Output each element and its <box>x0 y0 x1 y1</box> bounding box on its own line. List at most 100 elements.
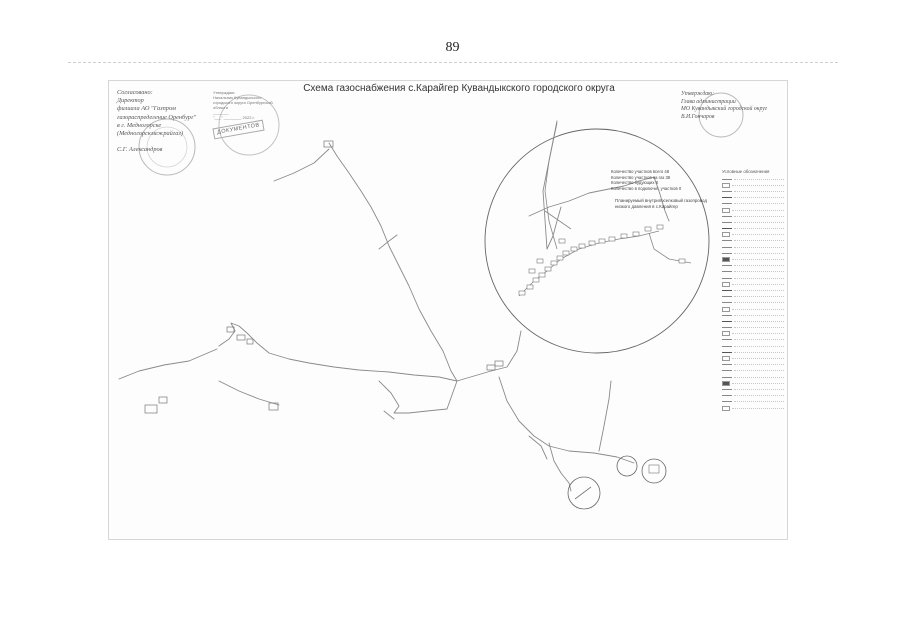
legend-row <box>722 368 784 374</box>
pipeline-spur-north <box>378 234 398 250</box>
pipeline-south-loop <box>378 380 458 414</box>
approval-line: МО Кувандыкский городской округ <box>681 106 768 113</box>
approval-line: Директор <box>117 97 144 105</box>
legend-symbol-icon <box>722 327 732 329</box>
pipeline-spur-s <box>383 410 395 420</box>
legend-description <box>734 265 784 267</box>
detail-plot-marker <box>536 258 544 264</box>
building-marker <box>323 140 334 148</box>
approval-line: Глава администрации <box>681 98 736 105</box>
approval-block-left: Согласовано: Директор филиала АО "Газпро… <box>117 89 217 154</box>
stamp-line: городского округа Оренбургской <box>213 100 273 105</box>
seal-left-inner <box>146 126 188 168</box>
legend-symbol-icon <box>722 296 732 298</box>
signature-name: С.Г. Александров <box>117 146 163 154</box>
building-marker <box>268 402 279 411</box>
legend-symbol-icon <box>722 401 732 403</box>
legend-description <box>734 190 784 192</box>
legend-row <box>722 306 784 312</box>
legend-row <box>722 325 784 331</box>
legend-symbol-icon <box>722 178 732 180</box>
project-label: Планируемый внутрипоселковый газопровод … <box>615 198 725 209</box>
detail-plot-marker <box>608 236 616 242</box>
map-sheet: Схема газоснабжения с.Карайгер Кувандыкс… <box>108 80 788 540</box>
project-label-line: низкого давления в с.Карайгер <box>615 203 678 209</box>
stamp-line: "___" ________ 2022 г. <box>213 115 255 120</box>
pipeline-southwest <box>218 380 280 406</box>
legend-description <box>732 184 784 186</box>
legend-description <box>732 259 784 261</box>
approval-line: в г. Медногорске <box>117 121 162 129</box>
legend-row <box>722 355 784 362</box>
legend-row <box>722 405 784 411</box>
legend-description <box>734 370 784 372</box>
legend-description <box>734 215 784 217</box>
legend-rows <box>722 176 784 411</box>
detail-plot-marker <box>558 238 566 244</box>
legend-description <box>734 228 784 230</box>
building-marker <box>486 364 496 371</box>
legend-description <box>734 339 784 341</box>
legend-symbol-icon <box>722 395 732 397</box>
legend-description <box>734 271 784 273</box>
pipeline-spur-sw <box>528 435 548 460</box>
legend-symbol-icon <box>722 246 732 248</box>
legend-description <box>732 407 784 409</box>
building-marker <box>494 360 504 367</box>
legend-description <box>732 308 784 310</box>
detail-plot-marker <box>588 240 596 246</box>
legend-description <box>734 178 784 180</box>
seal-left <box>138 118 196 176</box>
legend-row <box>722 337 784 343</box>
detail-circle-south <box>567 476 601 510</box>
detail-plot-marker <box>528 268 536 274</box>
legend-symbol-icon <box>722 265 732 267</box>
legend-description <box>734 376 784 378</box>
seal-right <box>698 92 744 138</box>
legend-symbol-icon <box>722 277 732 279</box>
pipeline-branch-se <box>548 442 572 492</box>
header-rule <box>68 62 838 63</box>
detail-plot-marker <box>532 277 540 283</box>
pipeline-village-west <box>218 322 458 382</box>
legend-symbol-icon <box>722 182 730 188</box>
detail-pipeline-line <box>518 230 660 297</box>
legend-row <box>722 374 784 380</box>
building-marker <box>246 338 254 345</box>
stamp-line: _______ <box>213 110 229 115</box>
legend-symbol-icon <box>722 232 730 238</box>
detail-plot-marker <box>526 284 534 290</box>
detail-plot-marker <box>544 266 552 272</box>
legend-symbol-icon <box>722 215 732 217</box>
legend-row <box>722 386 784 392</box>
legend-description <box>734 203 784 205</box>
legend-row <box>722 232 784 238</box>
legend-description <box>734 364 784 366</box>
legend-row <box>722 238 784 244</box>
callout-line: Количество в подключит. участков 0 <box>611 186 682 192</box>
detail-plot-marker <box>644 226 652 232</box>
detail-plot-marker <box>578 243 586 249</box>
legend-row <box>722 294 784 300</box>
detail-circle-east-1 <box>616 455 638 477</box>
legend-symbol-icon <box>722 306 730 312</box>
pipeline-main-north <box>328 142 458 382</box>
legend-row <box>722 281 784 287</box>
stamp-line: Утверждаю: <box>213 90 236 95</box>
approval-line: Утверждаю: <box>681 91 715 97</box>
approval-line: В.И.Гончаров <box>681 113 715 120</box>
building-marker <box>226 326 235 333</box>
detail-plot-marker <box>632 231 640 237</box>
map-title: Схема газоснабжения с.Карайгер Кувандыкс… <box>303 83 615 94</box>
legend-symbol-icon <box>722 302 732 304</box>
legend-symbol-icon <box>722 364 732 366</box>
legend-description <box>732 209 784 211</box>
legend-row <box>722 201 784 207</box>
legend-row <box>722 263 784 269</box>
legend-description <box>734 246 784 248</box>
legend-row <box>722 213 784 219</box>
legend-row <box>722 287 784 293</box>
legend-row <box>722 275 784 281</box>
legend-description <box>734 351 784 353</box>
legend-description <box>734 314 784 316</box>
